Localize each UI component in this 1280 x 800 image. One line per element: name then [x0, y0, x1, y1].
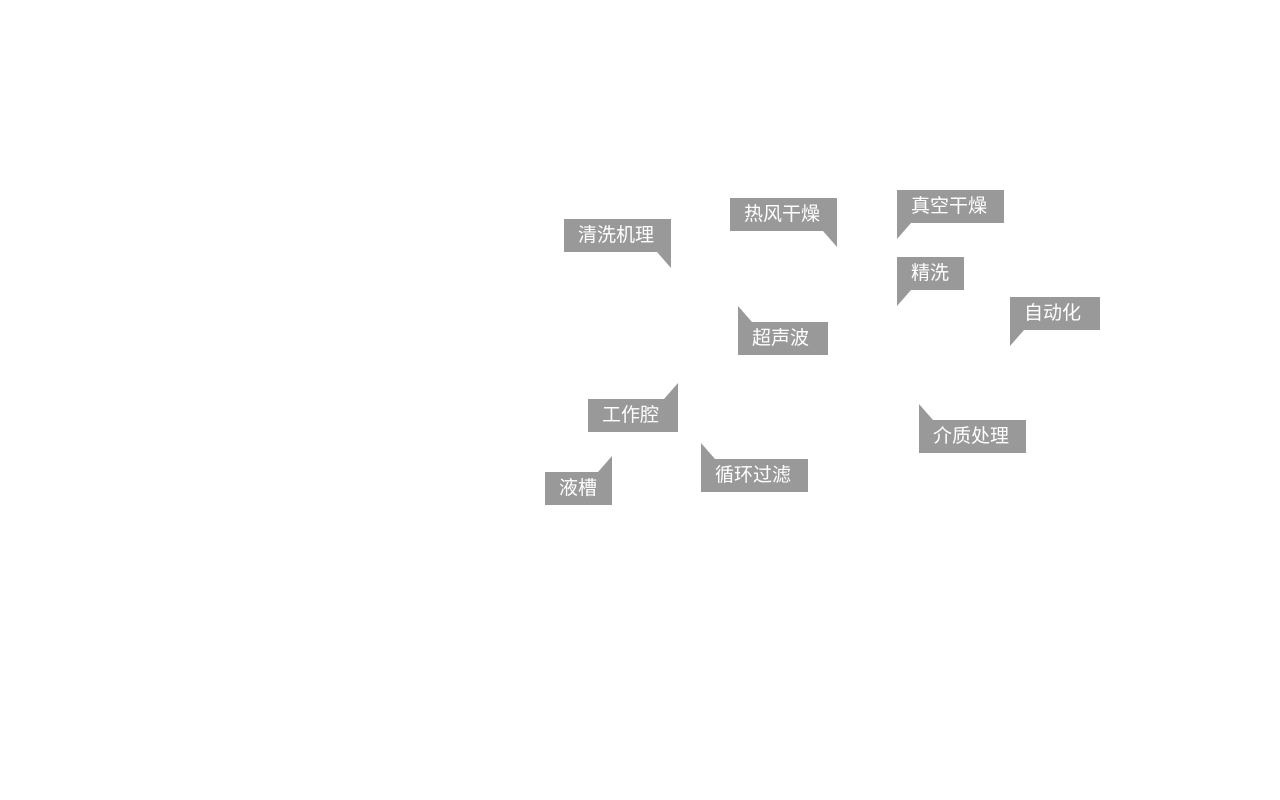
tag-label: 清洗机理 [578, 224, 655, 246]
tag-tail [823, 231, 837, 247]
tag-tail [598, 456, 612, 472]
tag-fine-cleaning[interactable]: 精洗 [897, 257, 964, 290]
tag-label: 自动化 [1024, 302, 1082, 324]
tag-tail [701, 443, 715, 459]
tag-tail [1010, 330, 1024, 346]
tag-tail [657, 252, 671, 268]
tag-label: 真空干燥 [911, 195, 988, 217]
tag-circulation-filtering[interactable]: 循环过滤 [701, 459, 808, 492]
tag-label: 超声波 [752, 327, 810, 349]
tag-label: 循环过滤 [715, 464, 792, 486]
tag-working-chamber[interactable]: 工作腔 [588, 399, 678, 432]
tag-tail [897, 223, 911, 239]
tag-tail [897, 290, 911, 306]
tag-tail [919, 404, 933, 420]
tag-label: 工作腔 [602, 404, 660, 426]
tag-label: 介质处理 [933, 425, 1010, 447]
tag-medium-treatment[interactable]: 介质处理 [919, 420, 1026, 453]
tag-cleaning-mechanism[interactable]: 清洗机理 [564, 219, 671, 252]
tag-automation[interactable]: 自动化 [1010, 297, 1100, 330]
tag-label: 热风干燥 [744, 203, 821, 225]
tag-label: 液槽 [559, 477, 598, 499]
tag-hot-air-drying[interactable]: 热风干燥 [730, 198, 837, 231]
tag-label: 精洗 [911, 262, 950, 284]
tag-vacuum-drying[interactable]: 真空干燥 [897, 190, 1004, 223]
tag-ultrasonic[interactable]: 超声波 [738, 322, 828, 355]
tag-tail [664, 383, 678, 399]
tag-tail [738, 306, 752, 322]
tag-liquid-tank[interactable]: 液槽 [545, 472, 612, 505]
